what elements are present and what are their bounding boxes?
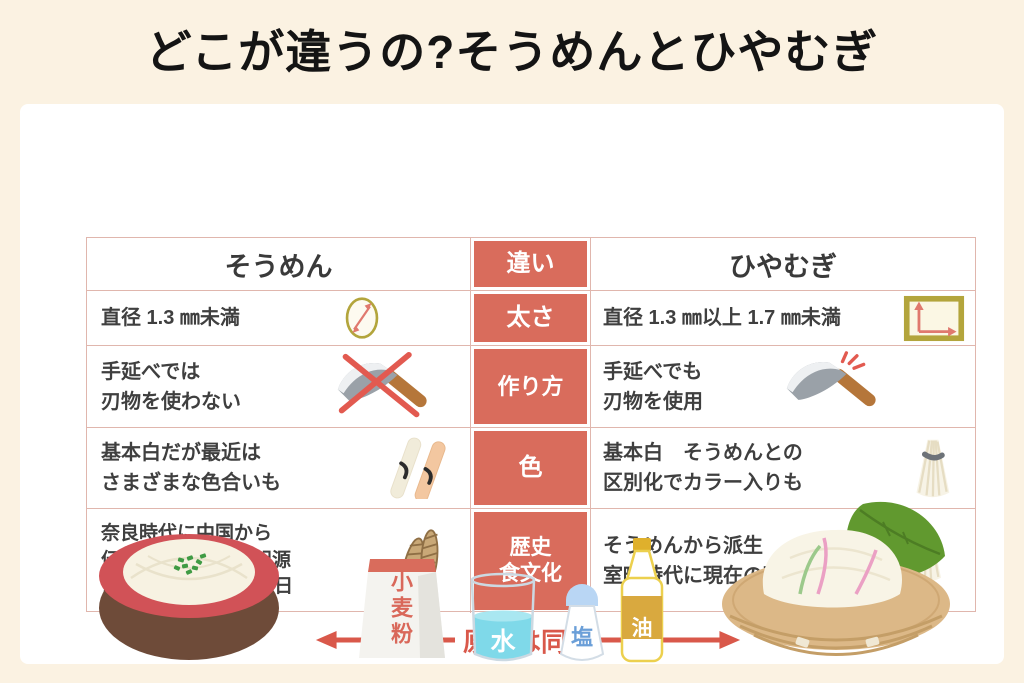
row-color: 基本白だが最近は さまざまな色合いも 色 基 (87, 427, 975, 508)
somen-bowl-illustration (99, 534, 279, 660)
circle-diameter-icon (345, 297, 379, 339)
salt-shaker: 塩 (546, 572, 618, 666)
category-color: 色 (474, 431, 587, 505)
category-history-cell: 歴史 食文化 (471, 508, 591, 613)
category-color-cell: 色 (471, 427, 591, 508)
water-beaker: 水 (460, 570, 546, 666)
flour-label: 小麦粉 (388, 570, 413, 648)
rectangle-size-icon (903, 295, 965, 342)
row-making: 手延べでは 刃物を使わない 作り方 手延べでも (87, 345, 975, 427)
page-title: どこが違うの?そうめんとひやむぎ (145, 26, 879, 78)
wheat-flour-bag: 小麦粉 (352, 546, 452, 664)
flour-bag-icon (359, 559, 445, 658)
somen-making-cell: 手延べでは 刃物を使わない (87, 345, 471, 427)
hiyamugi-color-cell: 基本白 そうめんとの 区別化でカラー入りも (591, 427, 975, 508)
hiyamugi-making-text: 手延べでも 刃物を使用 (603, 360, 703, 413)
hiyamugi-zaru-illustration (722, 501, 950, 656)
oil-bottle: 油 (612, 536, 672, 664)
oil-label: 油 (631, 617, 653, 640)
category-making-cell: 作り方 (471, 345, 591, 427)
water-beaker-icon (470, 572, 536, 662)
somen-thickness-cell: 直径 1.3 ㎜未満 (87, 290, 471, 345)
header-difference: 違い (474, 241, 587, 287)
header-somen-label: そうめん (224, 251, 333, 282)
somen-thickness-text: 直径 1.3 ㎜未満 (101, 307, 240, 329)
row-thickness: 直径 1.3 ㎜未満 太さ 直径 1.3 ㎜以上 1.7 ㎜未満 (87, 290, 975, 345)
header-hiyamugi: ひやむぎ (591, 238, 975, 290)
header-hiyamugi-label: ひやむぎ (729, 251, 837, 282)
oil-bottle-icon (620, 538, 664, 663)
hiyamugi-color-text: 基本白 そうめんとの 区別化でカラー入りも (603, 442, 803, 494)
category-history: 歴史 食文化 (474, 512, 587, 610)
colored-noodle-sticks-icon (390, 437, 446, 499)
header-somen: そうめん (87, 238, 471, 290)
category-making: 作り方 (474, 349, 587, 424)
somen-color-cell: 基本白だが最近は さまざまな色合いも (87, 427, 471, 508)
salt-shaker-icon (559, 584, 605, 661)
table-header-row: そうめん 違い ひやむぎ (87, 238, 975, 290)
header-difference-cell: 違い (471, 238, 591, 290)
salt-label: 塩 (570, 625, 593, 650)
hiyamugi-thickness-cell: 直径 1.3 ㎜以上 1.7 ㎜未満 (591, 290, 975, 345)
knife-icon (786, 351, 876, 407)
noodle-bundle-icon (916, 439, 950, 498)
content-panel: そうめん 違い ひやむぎ 直径 1.3 ㎜未満 (20, 104, 1004, 664)
hiyamugi-making-cell: 手延べでも 刃物を使用 (591, 345, 975, 427)
scallion-garnish (173, 553, 207, 575)
hiyamugi-thickness-text: 直径 1.3 ㎜以上 1.7 ㎜未満 (603, 307, 841, 329)
somen-color-text: 基本白だが最近は さまざまな色合いも (101, 442, 281, 494)
category-thickness-cell: 太さ (471, 290, 591, 345)
somen-making-text: 手延べでは 刃物を使わない (101, 360, 241, 413)
category-thickness: 太さ (474, 294, 587, 342)
water-label: 水 (490, 628, 516, 656)
knife-crossed-icon (337, 351, 427, 418)
